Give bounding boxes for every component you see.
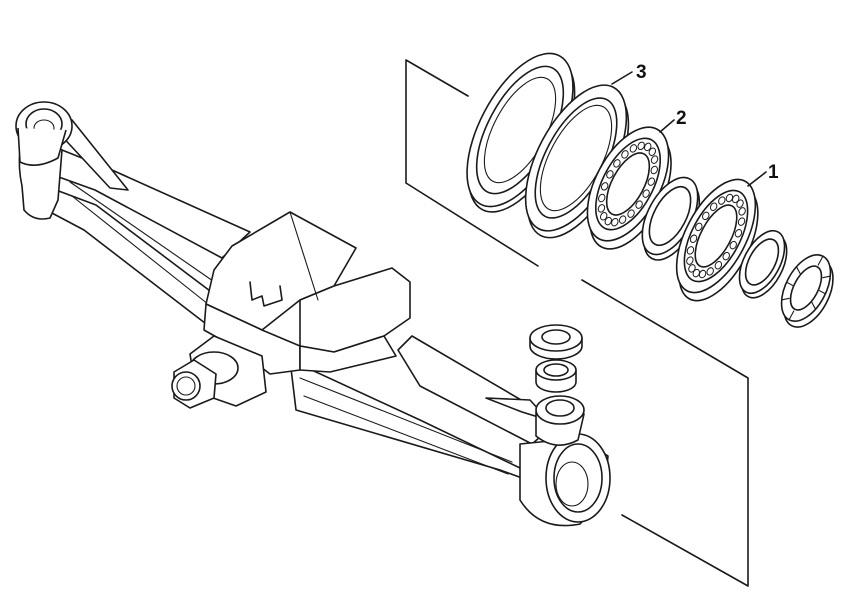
callout-1-label: 1 [768, 162, 779, 183]
bearing-ball [597, 204, 606, 213]
callout-3-label: 3 [636, 62, 647, 83]
bearing-ball [689, 234, 698, 244]
bearing-ball [695, 222, 703, 232]
bearing-ball [613, 159, 621, 168]
bearing-ball [729, 240, 737, 250]
bearing-1 [675, 178, 759, 302]
bearing-ball [642, 189, 650, 198]
bearing-ball [600, 182, 609, 191]
bearing-ball [627, 209, 635, 218]
kingpin-bushing-upper [529, 324, 583, 360]
retaining-washer [738, 230, 788, 299]
bearing-ball [637, 141, 645, 151]
bearing-ball [635, 200, 643, 209]
bearing-ball [736, 199, 744, 208]
bearing-ball [686, 246, 695, 255]
bearing-ball [714, 261, 723, 270]
bearing-ball [647, 177, 656, 186]
bearing-ball [629, 144, 638, 153]
bearing-ball [606, 170, 614, 179]
bearing-ball [598, 193, 606, 203]
seal-ring-3 [524, 84, 630, 239]
seal-ring-outer [466, 52, 576, 213]
bearing-ball [621, 150, 629, 159]
bearing-ball [650, 155, 659, 164]
callout-1: 1 [747, 162, 779, 187]
callout-3: 3 [611, 62, 647, 85]
kingpin-bushing-lower [535, 359, 577, 393]
bearing-ball [599, 212, 608, 221]
bearing-ball [722, 251, 730, 261]
callout-2: 2 [659, 108, 687, 133]
bearing-ball [737, 217, 746, 226]
exploded-view-panel [405, 59, 749, 587]
bearing-ball [604, 216, 613, 226]
bearing-ball [702, 211, 710, 221]
bearing-1-balls [686, 193, 746, 279]
callout-2-label: 2 [676, 108, 687, 129]
bearing-ball [709, 202, 718, 211]
bearing-ball [706, 267, 714, 276]
axle-housing [15, 101, 611, 527]
bearing-ball [688, 264, 696, 273]
bearing-ball [643, 142, 652, 152]
bearing-ball [650, 165, 658, 175]
bearing-ball [734, 228, 743, 238]
bearing-ball [738, 207, 746, 216]
bearing-2-balls [597, 141, 659, 227]
bearing-ball [648, 147, 657, 156]
castle-nut [780, 254, 834, 328]
bearing-ball [686, 256, 694, 265]
bearing-2 [586, 126, 672, 250]
bearing-ball [611, 217, 619, 227]
bearing-ball [618, 215, 627, 224]
bearing-ball [718, 196, 726, 205]
